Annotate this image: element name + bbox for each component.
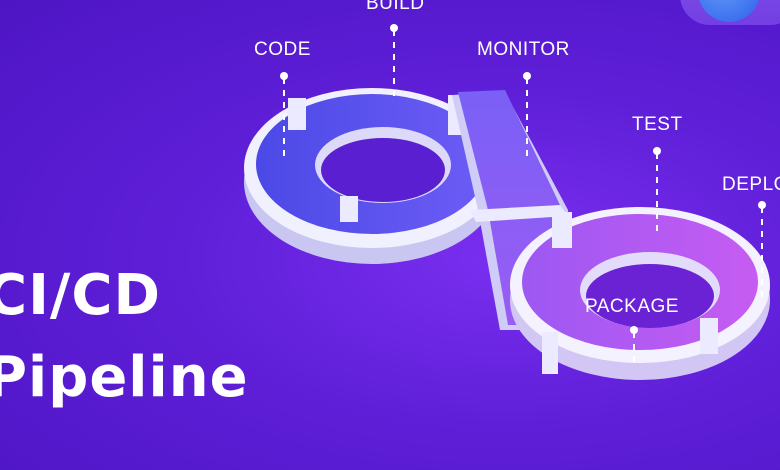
left-loop	[244, 88, 500, 264]
page-title-line-1: CI/CD	[0, 263, 161, 328]
pin-marker-package	[630, 326, 638, 368]
pin-marker-deploy	[758, 201, 766, 300]
stage-label-package: PACKAGE	[585, 296, 679, 317]
stage-label-deploy: DEPLO	[722, 174, 780, 195]
right-loop	[510, 207, 770, 380]
stage-label-build: BUILD	[366, 0, 425, 14]
pin-marker-code	[280, 72, 288, 158]
corner-orb	[698, 0, 760, 22]
pin-marker-monitor	[523, 72, 531, 158]
stage-label-code: CODE	[254, 39, 311, 60]
stage-label-monitor: MONITOR	[477, 39, 570, 60]
page-title-line-2: Pipeline	[0, 345, 249, 410]
pin-marker-build	[390, 24, 398, 96]
stage-label-test: TEST	[632, 114, 683, 135]
pin-marker-test	[653, 147, 661, 234]
